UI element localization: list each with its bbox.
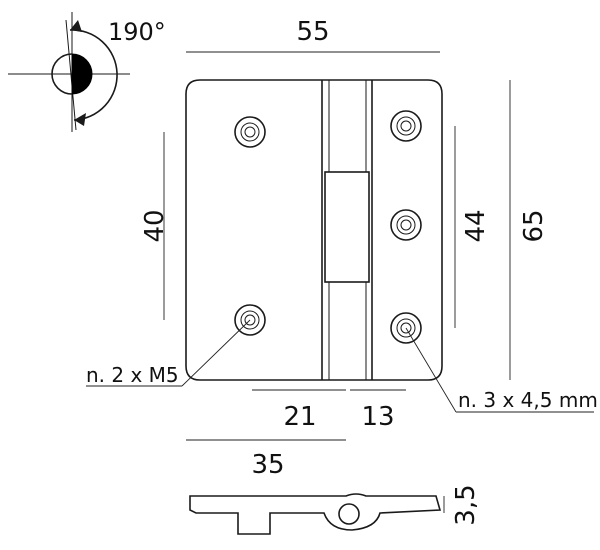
dimension-leaf-offsets: 21 13 — [252, 389, 406, 432]
rotation-arc — [69, 29, 118, 121]
hinge-front-view — [185, 79, 443, 381]
dimension-overall-width: 55 — [186, 17, 440, 53]
hole-right-top — [390, 110, 422, 142]
dimension-label-44: 44 — [461, 209, 491, 242]
rotation-slanted-axis — [65, 19, 77, 131]
dimension-label-40: 40 — [140, 209, 170, 242]
hinge-side-view — [189, 493, 442, 535]
dimension-overall-height: 65 — [509, 80, 549, 380]
dimension-left-hole-spacing: 40 — [140, 132, 170, 320]
rotation-filled-half-disc — [71, 53, 93, 95]
note-left-holes-label: n. 2 x M5 — [86, 363, 179, 387]
note-left-holes: n. 2 x M5 — [86, 319, 251, 387]
hole-left-top — [234, 116, 266, 148]
dimension-label-35: 35 — [251, 450, 284, 480]
dimension-label-thickness: 3,5 — [451, 484, 481, 525]
hole-right-bottom — [390, 312, 422, 344]
dimension-label-65: 65 — [519, 209, 549, 242]
note-right-holes: n. 3 x 4,5 mm — [405, 327, 598, 413]
side-profile-outline — [189, 493, 442, 535]
knuckle-center-segment — [324, 171, 370, 283]
hole-left-bottom — [234, 304, 266, 336]
dimension-lower-width: 35 — [186, 439, 346, 480]
hole-right-middle — [390, 209, 422, 241]
dimension-label-21: 21 — [283, 402, 316, 432]
note-right-holes-label: n. 3 x 4,5 mm — [458, 388, 598, 412]
dimension-label-55: 55 — [296, 17, 329, 47]
leader-left-holes — [181, 319, 251, 387]
dimension-label-13: 13 — [361, 402, 394, 432]
dimension-thickness: 3,5 — [443, 484, 481, 526]
dimension-right-hole-spacing: 44 — [454, 126, 491, 328]
side-pin-hole — [338, 503, 360, 525]
rotation-arrow-bottom — [74, 113, 86, 126]
rotation-angle-label: 190° — [108, 18, 166, 46]
rotation-disc-outline — [51, 53, 73, 95]
leader-right-holes — [405, 327, 457, 413]
rotation-arrow-top — [70, 20, 82, 32]
hinge-outline — [185, 79, 443, 381]
rotation-angle-symbol: 190° — [8, 12, 166, 132]
